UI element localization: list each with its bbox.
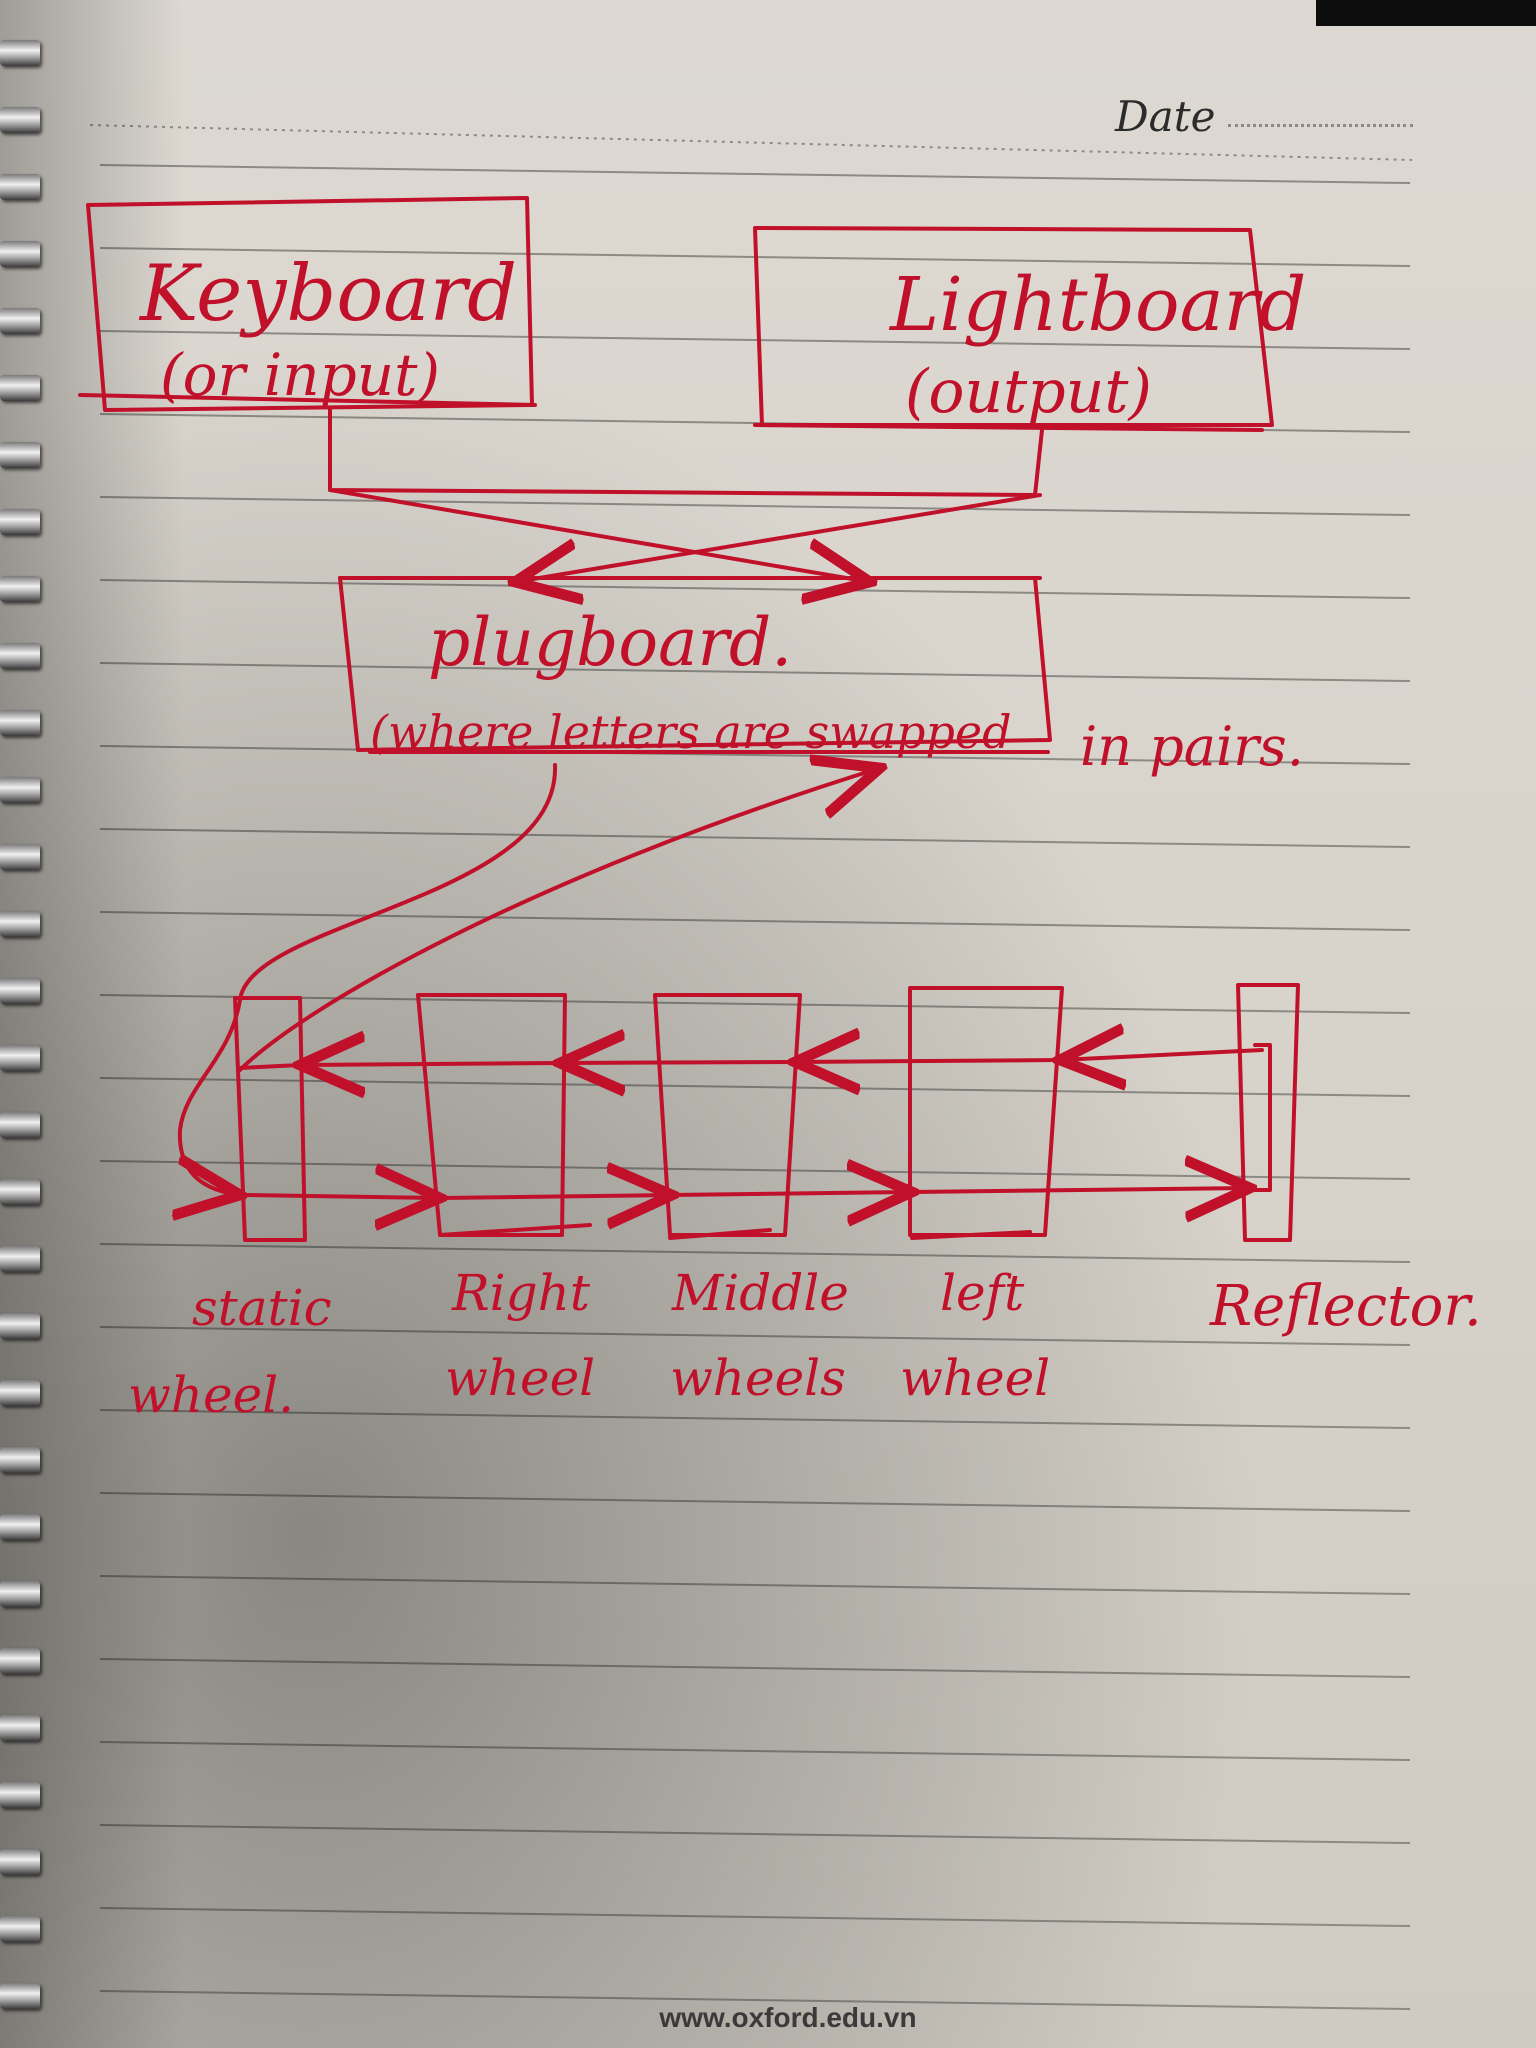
spiral-ring-icon [0, 1246, 40, 1272]
ruled-line [99, 994, 1411, 1014]
ruled-line [99, 745, 1411, 765]
lightboard-box [753, 226, 1274, 427]
spiral-ring-icon [0, 442, 40, 468]
spiral-ring-icon [0, 1916, 40, 1942]
ruled-line [99, 496, 1411, 516]
lightboard-title: Lightboard [888, 262, 1306, 348]
static-wheel-label-1: static [192, 1279, 332, 1337]
ruled-line [99, 164, 1411, 184]
spiral-ring-icon [0, 1983, 40, 2009]
spiral-ring-icon [0, 241, 40, 267]
keyboard-title: Keyboard [138, 249, 517, 339]
ruled-line [99, 330, 1411, 350]
spiral-ring-icon [0, 308, 40, 334]
ruled-line [99, 1741, 1411, 1761]
ruled-line [99, 1658, 1411, 1678]
spiral-ring-icon [0, 777, 40, 803]
spiral-ring-icon [0, 1715, 40, 1741]
ruled-line [99, 579, 1411, 599]
spiral-ring-icon [0, 509, 40, 535]
spiral-ring-icon [0, 1849, 40, 1875]
static-wheel-label-2: wheel. [128, 1366, 294, 1424]
spiral-ring-icon [0, 844, 40, 870]
right-wheel-label-1: Right [451, 1264, 591, 1322]
ruled-line [99, 1575, 1411, 1595]
static-wheel-box [233, 996, 307, 1242]
plugboard-subtitle: (where letters are swapped [370, 705, 1012, 759]
spiral-ring-icon [0, 911, 40, 937]
footer-url: www.oxford.edu.vn [659, 2002, 917, 2033]
ruled-line [99, 662, 1411, 682]
ruled-line [99, 911, 1411, 931]
spiral-ring-icon [0, 1648, 40, 1674]
right-wheel-label-2: wheel [445, 1349, 595, 1407]
plugboard-title: plugboard. [428, 604, 792, 681]
right-wheel-box [416, 993, 567, 1237]
left-wheel-box [908, 986, 1064, 1237]
ruled-line [99, 1990, 1411, 2010]
plugboard-suffix: in pairs. [1080, 715, 1304, 778]
spiral-ring-icon [0, 107, 40, 133]
spiral-ring-icon [0, 1782, 40, 1808]
spiral-ring-icon [0, 576, 40, 602]
keyboard-subtitle: (or input) [160, 341, 440, 409]
spiral-ring-icon [0, 1045, 40, 1071]
spiral-ring-icon [0, 1313, 40, 1339]
middle-wheel-label-2: wheels [670, 1349, 846, 1407]
reflector-label: Reflector. [1209, 1274, 1482, 1339]
left-wheel-label-1: left [940, 1264, 1025, 1322]
ruled-line [99, 1824, 1411, 1844]
spiral-ring-icon [0, 1380, 40, 1406]
spiral-ring-icon [0, 710, 40, 736]
ruled-line [99, 1243, 1411, 1263]
date-label: Date [1115, 92, 1216, 141]
spiral-ring-icon [0, 978, 40, 1004]
left-wheel-label-2: wheel [900, 1349, 1050, 1407]
spiral-ring-icon [0, 174, 40, 200]
spiral-ring-icon [0, 1514, 40, 1540]
ruled-line [99, 1492, 1411, 1512]
spiral-ring-icon [0, 1112, 40, 1138]
spiral-ring-icon [0, 1179, 40, 1205]
ruled-line [99, 1326, 1411, 1346]
ruled-line [99, 828, 1411, 848]
spiral-ring-icon [0, 1581, 40, 1607]
spiral-ring-icon [0, 40, 40, 66]
ruled-line [99, 1409, 1411, 1429]
reflector-box [1236, 983, 1300, 1242]
spiral-ring-icon [0, 643, 40, 669]
spiral-ring-icon [0, 1447, 40, 1473]
ruled-line [99, 1907, 1411, 1927]
middle-wheel-box [653, 993, 802, 1237]
lightboard-subtitle: (output) [905, 357, 1152, 427]
middle-wheel-label-1: Middle [671, 1264, 849, 1322]
date-field[interactable] [1228, 124, 1413, 127]
background-corner [1316, 0, 1536, 26]
spiral-ring-icon [0, 375, 40, 401]
spiral-binding-icon [0, 0, 60, 2048]
